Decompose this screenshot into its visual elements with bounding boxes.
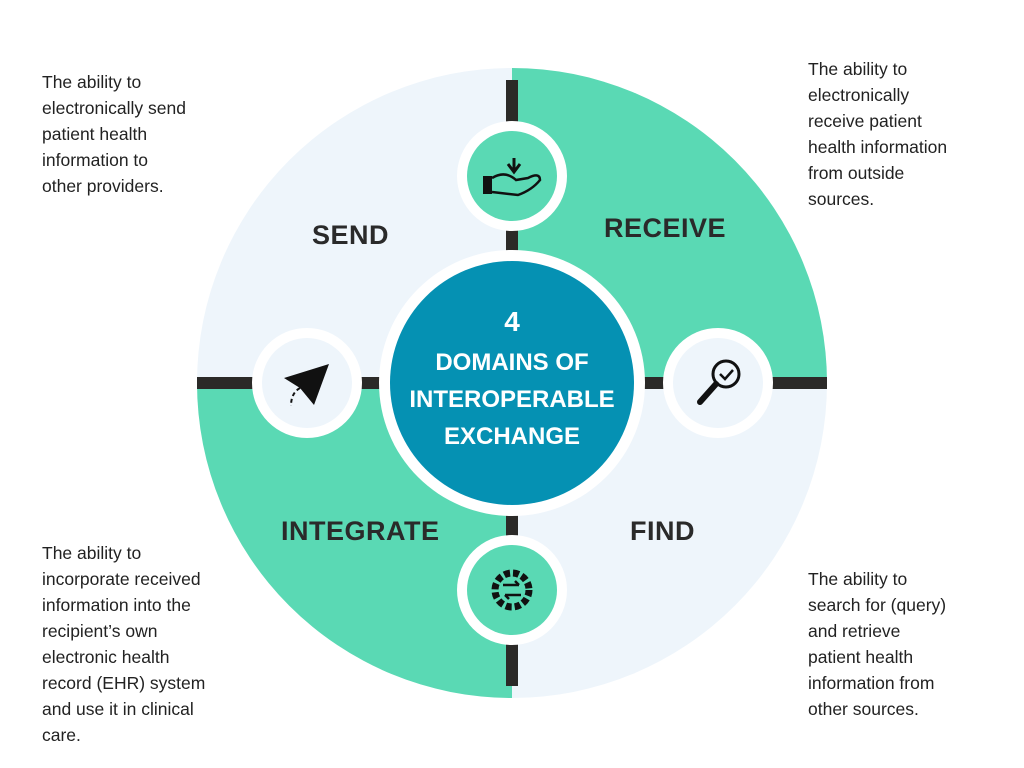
desc-line: electronically	[808, 85, 910, 105]
center-line: INTEROPERABLE	[409, 386, 615, 413]
desc-line: and use it in clinical	[42, 699, 194, 719]
desc-line: from outside	[808, 163, 905, 183]
integrate-description: The ability to incorporate received info…	[42, 540, 242, 748]
desc-line: information into the	[42, 595, 191, 615]
desc-line: receive patient	[808, 111, 922, 131]
desc-line: The ability to	[42, 543, 142, 563]
desc-line: information from	[808, 673, 935, 693]
center-number: 4	[504, 306, 520, 337]
center-circle	[390, 261, 634, 505]
desc-line: search for (query)	[808, 595, 947, 615]
desc-line: other sources.	[808, 699, 919, 719]
receive-description: The ability to electronically receive pa…	[808, 56, 1008, 212]
desc-line: The ability to	[42, 72, 142, 92]
send-description: The ability to electronically send patie…	[42, 69, 242, 199]
desc-line: patient health	[808, 647, 914, 667]
receive-icon	[457, 121, 567, 231]
desc-line: electronic health	[42, 647, 170, 667]
find-description: The ability to search for (query) and re…	[808, 566, 1008, 722]
desc-line: record (EHR) system	[42, 673, 206, 693]
desc-line: electronically send	[42, 98, 186, 118]
desc-line: The ability to	[808, 569, 908, 589]
paper-plane-icon	[252, 328, 362, 438]
center-line: EXCHANGE	[443, 423, 581, 450]
desc-line: and retrieve	[808, 621, 901, 641]
center-title: 4 DOMAINS OF INTEROPERABLE EXCHANGE	[390, 300, 634, 455]
desc-line: health information	[808, 137, 948, 157]
label-find: FIND	[630, 516, 695, 546]
label-receive: RECEIVE	[604, 213, 727, 243]
label-send: SEND	[312, 220, 390, 250]
desc-line: incorporate received	[42, 569, 201, 589]
gear-sync-icon	[457, 535, 567, 645]
desc-line: sources.	[808, 189, 875, 209]
label-integrate: INTEGRATE	[281, 516, 440, 546]
magnifier-check-icon	[663, 328, 773, 438]
desc-line: other providers.	[42, 176, 164, 196]
center-line: DOMAINS OF	[435, 349, 589, 376]
desc-line: care.	[42, 725, 81, 745]
desc-line: patient health	[42, 124, 148, 144]
desc-line: information to	[42, 150, 149, 170]
desc-line: The ability to	[808, 59, 908, 79]
desc-line: recipient’s own	[42, 621, 158, 641]
